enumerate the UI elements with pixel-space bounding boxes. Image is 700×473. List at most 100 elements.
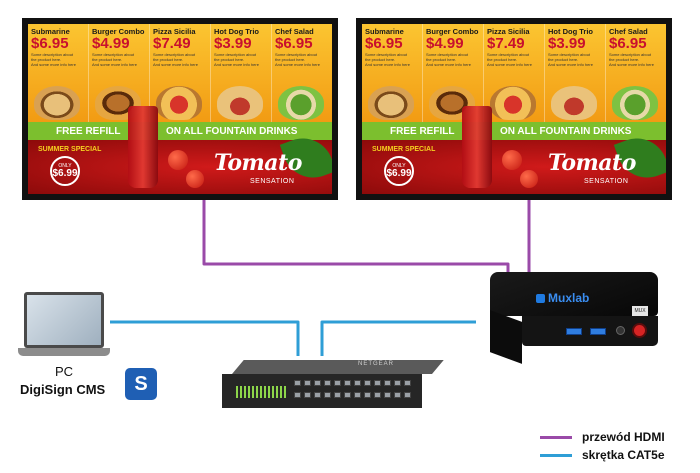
- menu-item-desc: Some description about: [214, 52, 257, 57]
- fountain-text: ON ALL FOUNTAIN DRINKS: [166, 125, 298, 137]
- usb-port-icon: [590, 328, 606, 335]
- menu-item-name: Pizza Sicilia: [487, 27, 530, 36]
- fountain-text: ON ALL FOUNTAIN DRINKS: [500, 125, 632, 137]
- menu-item-desc: And some more info here: [31, 62, 76, 67]
- refill-banner: FREE REFILL ON ALL FOUNTAIN DRINKS: [28, 122, 332, 140]
- menu-item-desc: And some more info here: [426, 62, 471, 67]
- menu-item-desc: Some description about: [31, 52, 74, 57]
- switch-brand: NETGEAR: [357, 361, 394, 367]
- menu-item-price: $3.99: [214, 35, 252, 52]
- switch-front: [222, 374, 422, 408]
- drink-glass-image: [462, 106, 492, 188]
- promo-banner: SUMMER SPECIAL ONLY $6.99 Tomato SENSATI…: [362, 106, 666, 194]
- menu-item-name: Hot Dog Trio: [548, 27, 593, 36]
- player-sticker: MUX: [632, 306, 648, 316]
- menu-item-desc: And some more info here: [365, 62, 410, 67]
- menu-item-desc: the product here.: [275, 57, 306, 62]
- menu-item-desc: Some description about: [153, 52, 196, 57]
- menu-item-name: Chef Salad: [275, 27, 314, 36]
- promo-banner: SUMMER SPECIAL ONLY $6.99 Tomato SENSATI…: [28, 106, 332, 194]
- menu-item-name: Hot Dog Trio: [214, 27, 259, 36]
- ethernet-port-icon: [324, 392, 331, 398]
- ethernet-port-icon: [354, 380, 361, 386]
- food-image: [34, 86, 80, 120]
- summer-special-text: SUMMER SPECIAL: [38, 146, 102, 153]
- ethernet-port-icon: [374, 392, 381, 398]
- menu-item-desc: the product here.: [31, 57, 62, 62]
- ethernet-port-icon: [334, 380, 341, 386]
- legend-hdmi: przewód HDMI: [540, 430, 665, 444]
- menu-item-desc: the product here.: [365, 57, 396, 62]
- only-price: $6.99: [52, 168, 78, 179]
- drink-glass-image: [128, 106, 158, 188]
- menu-item-desc: And some more info here: [609, 62, 654, 67]
- food-image: [278, 86, 324, 120]
- ethernet-port-icon: [304, 380, 311, 386]
- refill-text: FREE REFILL: [56, 125, 121, 137]
- menu-item-price: $6.95: [275, 35, 313, 52]
- ethernet-port-icon: [354, 392, 361, 398]
- menu-item-name: Pizza Sicilia: [153, 27, 196, 36]
- menu-item-desc: the product here.: [92, 57, 123, 62]
- pc-label: PC: [55, 364, 74, 379]
- ethernet-port-icon: [384, 380, 391, 386]
- player-brand: Muxlab: [548, 291, 590, 305]
- legend-label-hdmi: przewód HDMI: [582, 430, 665, 444]
- usb-port-icon: [566, 328, 582, 335]
- menu-item-desc: Some description about: [426, 52, 469, 57]
- menu-item-price: $7.49: [153, 35, 191, 52]
- ethernet-port-icon: [314, 392, 321, 398]
- menu-item-price: $6.95: [365, 35, 403, 52]
- menu-item-desc: the product here.: [426, 57, 457, 62]
- switch-top: [232, 360, 444, 374]
- ethernet-port-icon: [304, 392, 311, 398]
- menu-item-desc: Some description about: [609, 52, 652, 57]
- food-image: [551, 86, 597, 120]
- ethernet-port-icon: [384, 392, 391, 398]
- menu-item-desc: And some more info here: [548, 62, 593, 67]
- menu-item-price: $3.99: [548, 35, 586, 52]
- ethernet-port-icon: [404, 392, 411, 398]
- muxlab-logo-icon: [536, 294, 545, 303]
- only-text: ONLY: [58, 163, 72, 169]
- ethernet-port-icon: [294, 392, 301, 398]
- legend-swatch-hdmi: [540, 435, 572, 439]
- cat5e-cable-pc: [110, 320, 300, 356]
- menu-item-desc: Some description about: [92, 52, 135, 57]
- menu-item-desc: And some more info here: [153, 62, 198, 67]
- ethernet-port-icon: [334, 392, 341, 398]
- tomato-image: [502, 150, 522, 170]
- hdmi-cable-left: [202, 200, 510, 278]
- menu-item-desc: And some more info here: [214, 62, 259, 67]
- menu-item-desc: Some description about: [275, 52, 318, 57]
- cms-label: DigiSign CMS: [20, 382, 106, 397]
- player-top: Muxlab MUX: [490, 272, 658, 316]
- menu-item-desc: And some more info here: [92, 62, 137, 67]
- ethernet-port-icon: [364, 380, 371, 386]
- ethernet-port-icon: [294, 380, 301, 386]
- switch-leds: [236, 386, 286, 398]
- legend-cat5e: skrętka CAT5e: [540, 448, 665, 462]
- menu-item-name: Burger Combo: [92, 27, 145, 36]
- ethernet-port-icon: [374, 380, 381, 386]
- ethernet-port-icon: [364, 392, 371, 398]
- promo-subtitle: SENSATION: [584, 178, 629, 185]
- power-button-icon: [632, 323, 647, 338]
- menu-item-price: $4.99: [92, 35, 130, 52]
- food-image: [217, 86, 263, 120]
- menu-item-price: $7.49: [487, 35, 525, 52]
- ethernet-port-icon: [344, 392, 351, 398]
- menu-item-price: $6.95: [31, 35, 69, 52]
- food-image: [612, 86, 658, 120]
- tomato-image: [168, 150, 188, 170]
